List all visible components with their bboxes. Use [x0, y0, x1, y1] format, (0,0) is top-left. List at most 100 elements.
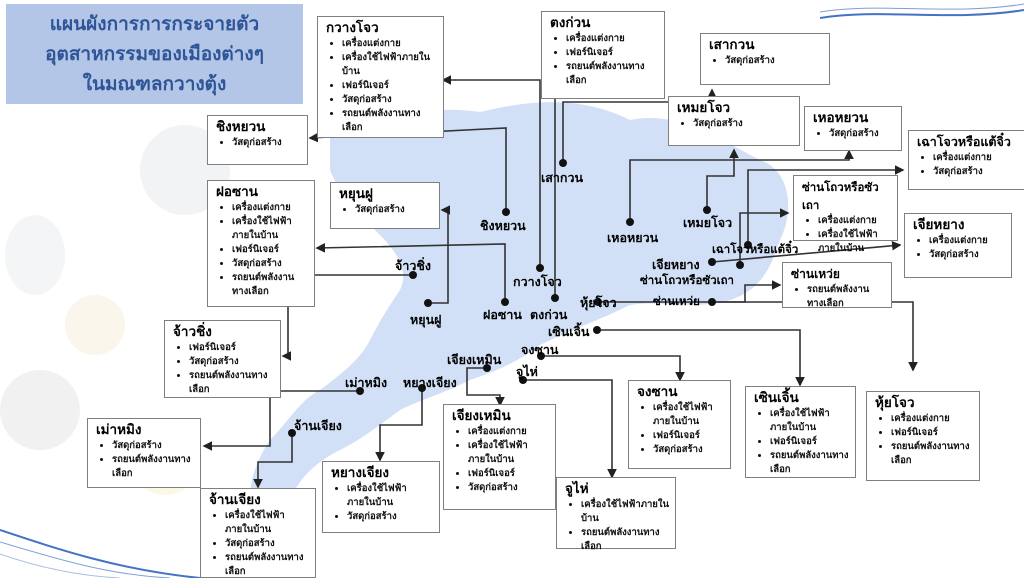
industry-item: เครื่องแต่งกาย	[818, 214, 891, 228]
industry-item: วัสดุก่อสร้าง	[929, 248, 1005, 262]
industry-item: เครื่องแต่งกาย	[468, 425, 549, 439]
industry-item: วัสดุก่อสร้าง	[693, 117, 793, 131]
map-label-zhaoqing: จ้าวชิ่ง	[395, 258, 431, 273]
industry-item: วัสดุก่อสร้าง	[189, 355, 274, 369]
industry-item: เฟอร์นิเจอร์	[770, 435, 849, 449]
industry-item: เฟอร์นิเจอร์	[891, 426, 973, 440]
industry-item: วัสดุก่อสร้าง	[232, 257, 308, 271]
city-box-shanwei: ซ่านเหว่ย รถยนต์พลังงานทางเลือก	[782, 262, 892, 309]
map-label-qingyuan: ชิงหยวน	[480, 218, 526, 233]
industry-item: เครื่องแต่งกาย	[566, 32, 658, 46]
map-label-shenzhen: เซินเจิ้น	[548, 324, 590, 339]
industry-item: เครื่องแต่งกาย	[933, 151, 1021, 165]
map-label-zhanjiang: จ้านเจียง	[294, 418, 342, 433]
city-box-jieyang: เจียหยาง เครื่องแต่งกาย วัสดุก่อสร้าง	[904, 213, 1012, 278]
industry-item: วัสดุก่อสร้าง	[232, 136, 301, 150]
city-box-chaozhou: เฉาโจวหรือแต้จิ๋ว เครื่องแต่งกาย วัสดุก่…	[908, 130, 1024, 190]
map-label-huizhou: หุ้ยโจว	[580, 295, 617, 310]
industry-item: รถยนต์พลังงานทางเลือก	[225, 551, 309, 579]
industry-item: เครื่องแต่งกาย	[929, 234, 1005, 248]
city-box-shantou: ซ่านโถวหรือซัวเถา เครื่องแต่งกาย เครื่อง…	[793, 175, 898, 254]
industry-item: เฟอร์นิเจอร์	[566, 46, 658, 60]
industry-item: รถยนต์พลังงานทางเลือก	[112, 453, 194, 481]
industry-item: เครื่องใช้ไฟฟ้าภายในบ้าน	[347, 482, 433, 510]
city-box-title: หยุนฝู	[339, 186, 373, 202]
industry-item: เครื่องใช้ไฟฟ้าภายในบ้าน	[342, 51, 437, 79]
city-box-title: ซ่านโถวหรือซัวเถา	[802, 180, 879, 212]
industry-item: วัสดุก่อสร้าง	[225, 537, 309, 551]
industry-item: เฟอร์นิเจอร์	[342, 79, 437, 93]
industry-item: รถยนต์พลังงานทางเลือก	[189, 369, 274, 397]
map-label-meizhou: เหมยโจว	[683, 215, 733, 230]
city-box-title: จงซาน	[637, 384, 678, 400]
title-banner: แผนผังการการกระจายตัว อุตสาหกรรมของเมือง…	[6, 4, 303, 104]
city-box-jiangmen: เจียงเหมิน เครื่องแต่งกาย เครื่องใช้ไฟฟ้…	[443, 404, 556, 510]
city-box-shaoguan: เสากวน วัสดุก่อสร้าง	[700, 33, 830, 85]
industry-item: เฟอร์นิเจอร์	[189, 341, 274, 355]
city-box-shenzhen: เซินเจิ้น เครื่องใช้ไฟฟ้าภายในบ้าน เฟอร์…	[745, 386, 856, 478]
map-label-heyuan: เหอหยวน	[607, 230, 659, 245]
industry-item: วัสดุก่อสร้าง	[468, 481, 549, 495]
city-box-dongguan: ตงก่วน เครื่องแต่งกาย เฟอร์นิเจอร์ รถยนต…	[541, 11, 665, 99]
city-box-zhaoqing: จ้าวชิ่ง เฟอร์นิเจอร์ วัสดุก่อสร้าง รถยน…	[164, 320, 281, 398]
city-box-title: หุ้ยโจว	[875, 395, 915, 411]
industry-item: เครื่องใช้ไฟฟ้าภายในบ้าน	[770, 407, 849, 435]
industry-item: วัสดุก่อสร้าง	[112, 439, 194, 453]
map-label-yunfu: หยุนฝู	[410, 312, 442, 327]
industry-item: เฟอร์นิเจอร์	[232, 243, 308, 257]
city-box-title: หยางเจียง	[331, 465, 390, 481]
city-box-maoming: เม่าหมิง วัสดุก่อสร้าง รถยนต์พลังงานทางเ…	[87, 418, 201, 488]
industry-item: เครื่องใช้ไฟฟ้าภายในบ้าน	[468, 439, 549, 467]
city-box-zhongshan: จงซาน เครื่องใช้ไฟฟ้าภายในบ้าน เฟอร์นิเจ…	[628, 380, 731, 469]
industry-item: วัสดุก่อสร้าง	[342, 93, 437, 107]
city-box-zhuhai: จูไห่ เครื่องใช้ไฟฟ้าภายในบ้าน รถยนต์พลั…	[556, 477, 676, 552]
city-box-title: เสากวน	[709, 37, 755, 53]
city-box-meizhou: เหมยโจว วัสดุก่อสร้าง	[668, 96, 800, 146]
background-photo-circle	[5, 215, 65, 295]
city-box-title: เฉาโจวหรือแต้จิ๋ว	[917, 134, 1011, 149]
city-box-title: จ้าวชิ่ง	[173, 324, 212, 340]
city-box-title: เจียงเหมิน	[452, 408, 511, 424]
industry-item: วัสดุก่อสร้าง	[725, 54, 823, 68]
city-box-yangjiang: หยางเจียง เครื่องใช้ไฟฟ้าภายในบ้าน วัสดุ…	[322, 461, 440, 533]
map-label-shanwei: ซ่านเหว่ย	[653, 294, 700, 308]
city-box-zhanjiang: จ้านเจียง เครื่องใช้ไฟฟ้าภายในบ้าน วัสดุ…	[200, 488, 316, 578]
industry-item: วัสดุก่อสร้าง	[653, 443, 724, 457]
decorative-wave-bottom	[0, 529, 200, 578]
city-box-title: ซ่านเหว่ย	[791, 267, 840, 281]
city-box-title: ตงก่วน	[550, 15, 591, 31]
industry-item: เครื่องใช้ไฟฟ้าภายในบ้าน	[581, 498, 669, 526]
industry-item: วัสดุก่อสร้าง	[829, 127, 895, 141]
city-box-title: เหอหยวน	[813, 110, 869, 126]
industry-item: เครื่องใช้ไฟฟ้าภายในบ้าน	[818, 228, 891, 256]
title-line: แผนผังการการกระจายตัว	[49, 13, 260, 35]
city-box-title: กวางโจว	[326, 20, 379, 36]
map-label-jiangmen: เจียงเหมิน	[447, 352, 502, 367]
industry-item: เฟอร์นิเจอร์	[653, 429, 724, 443]
industry-item: รถยนต์พลังงานทางเลือก	[581, 526, 669, 554]
industry-item: เครื่องใช้ไฟฟ้าภายในบ้าน	[225, 509, 309, 537]
city-box-title: จ้านเจียง	[209, 492, 261, 508]
city-box-heyuan: เหอหยวน วัสดุก่อสร้าง	[804, 106, 902, 151]
city-box-qingyuan: ชิงหยวน วัสดุก่อสร้าง	[207, 115, 308, 165]
industry-item: รถยนต์พลังงานทางเลือก	[232, 271, 308, 299]
decorative-wave-top	[820, 3, 1024, 19]
industry-item: เฟอร์นิเจอร์	[468, 467, 549, 481]
map-label-guangzhou: กวางโจว	[513, 274, 562, 289]
background-photo-circle	[0, 370, 80, 450]
industry-item: เครื่องแต่งกาย	[891, 412, 973, 426]
map-label-shantou: ซ่านโถวหรือซัวเถา	[640, 273, 734, 287]
industry-item: วัสดุก่อสร้าง	[347, 510, 433, 524]
industry-item: วัสดุก่อสร้าง	[355, 203, 433, 217]
city-box-title: ชิงหยวน	[216, 119, 266, 135]
industry-item: วัสดุก่อสร้าง	[933, 165, 1021, 179]
map-label-shaoguan: เสากวน	[541, 170, 584, 185]
industry-item: รถยนต์พลังงานทางเลือก	[770, 449, 849, 477]
city-box-title: ฝอซาน	[216, 184, 258, 200]
industry-item: รถยนต์พลังงานทางเลือก	[891, 440, 973, 468]
city-box-foshan: ฝอซาน เครื่องแต่งกาย เครื่องใช้ไฟฟ้าภายใ…	[207, 180, 315, 307]
map-label-zhuhai: จูไห่	[516, 364, 538, 379]
title-line: อุตสาหกรรมของเมืองต่างๆ	[45, 43, 264, 65]
industry-item: รถยนต์พลังงานทางเลือก	[342, 107, 437, 135]
map-label-dongguan: ตงก่วน	[530, 307, 568, 322]
